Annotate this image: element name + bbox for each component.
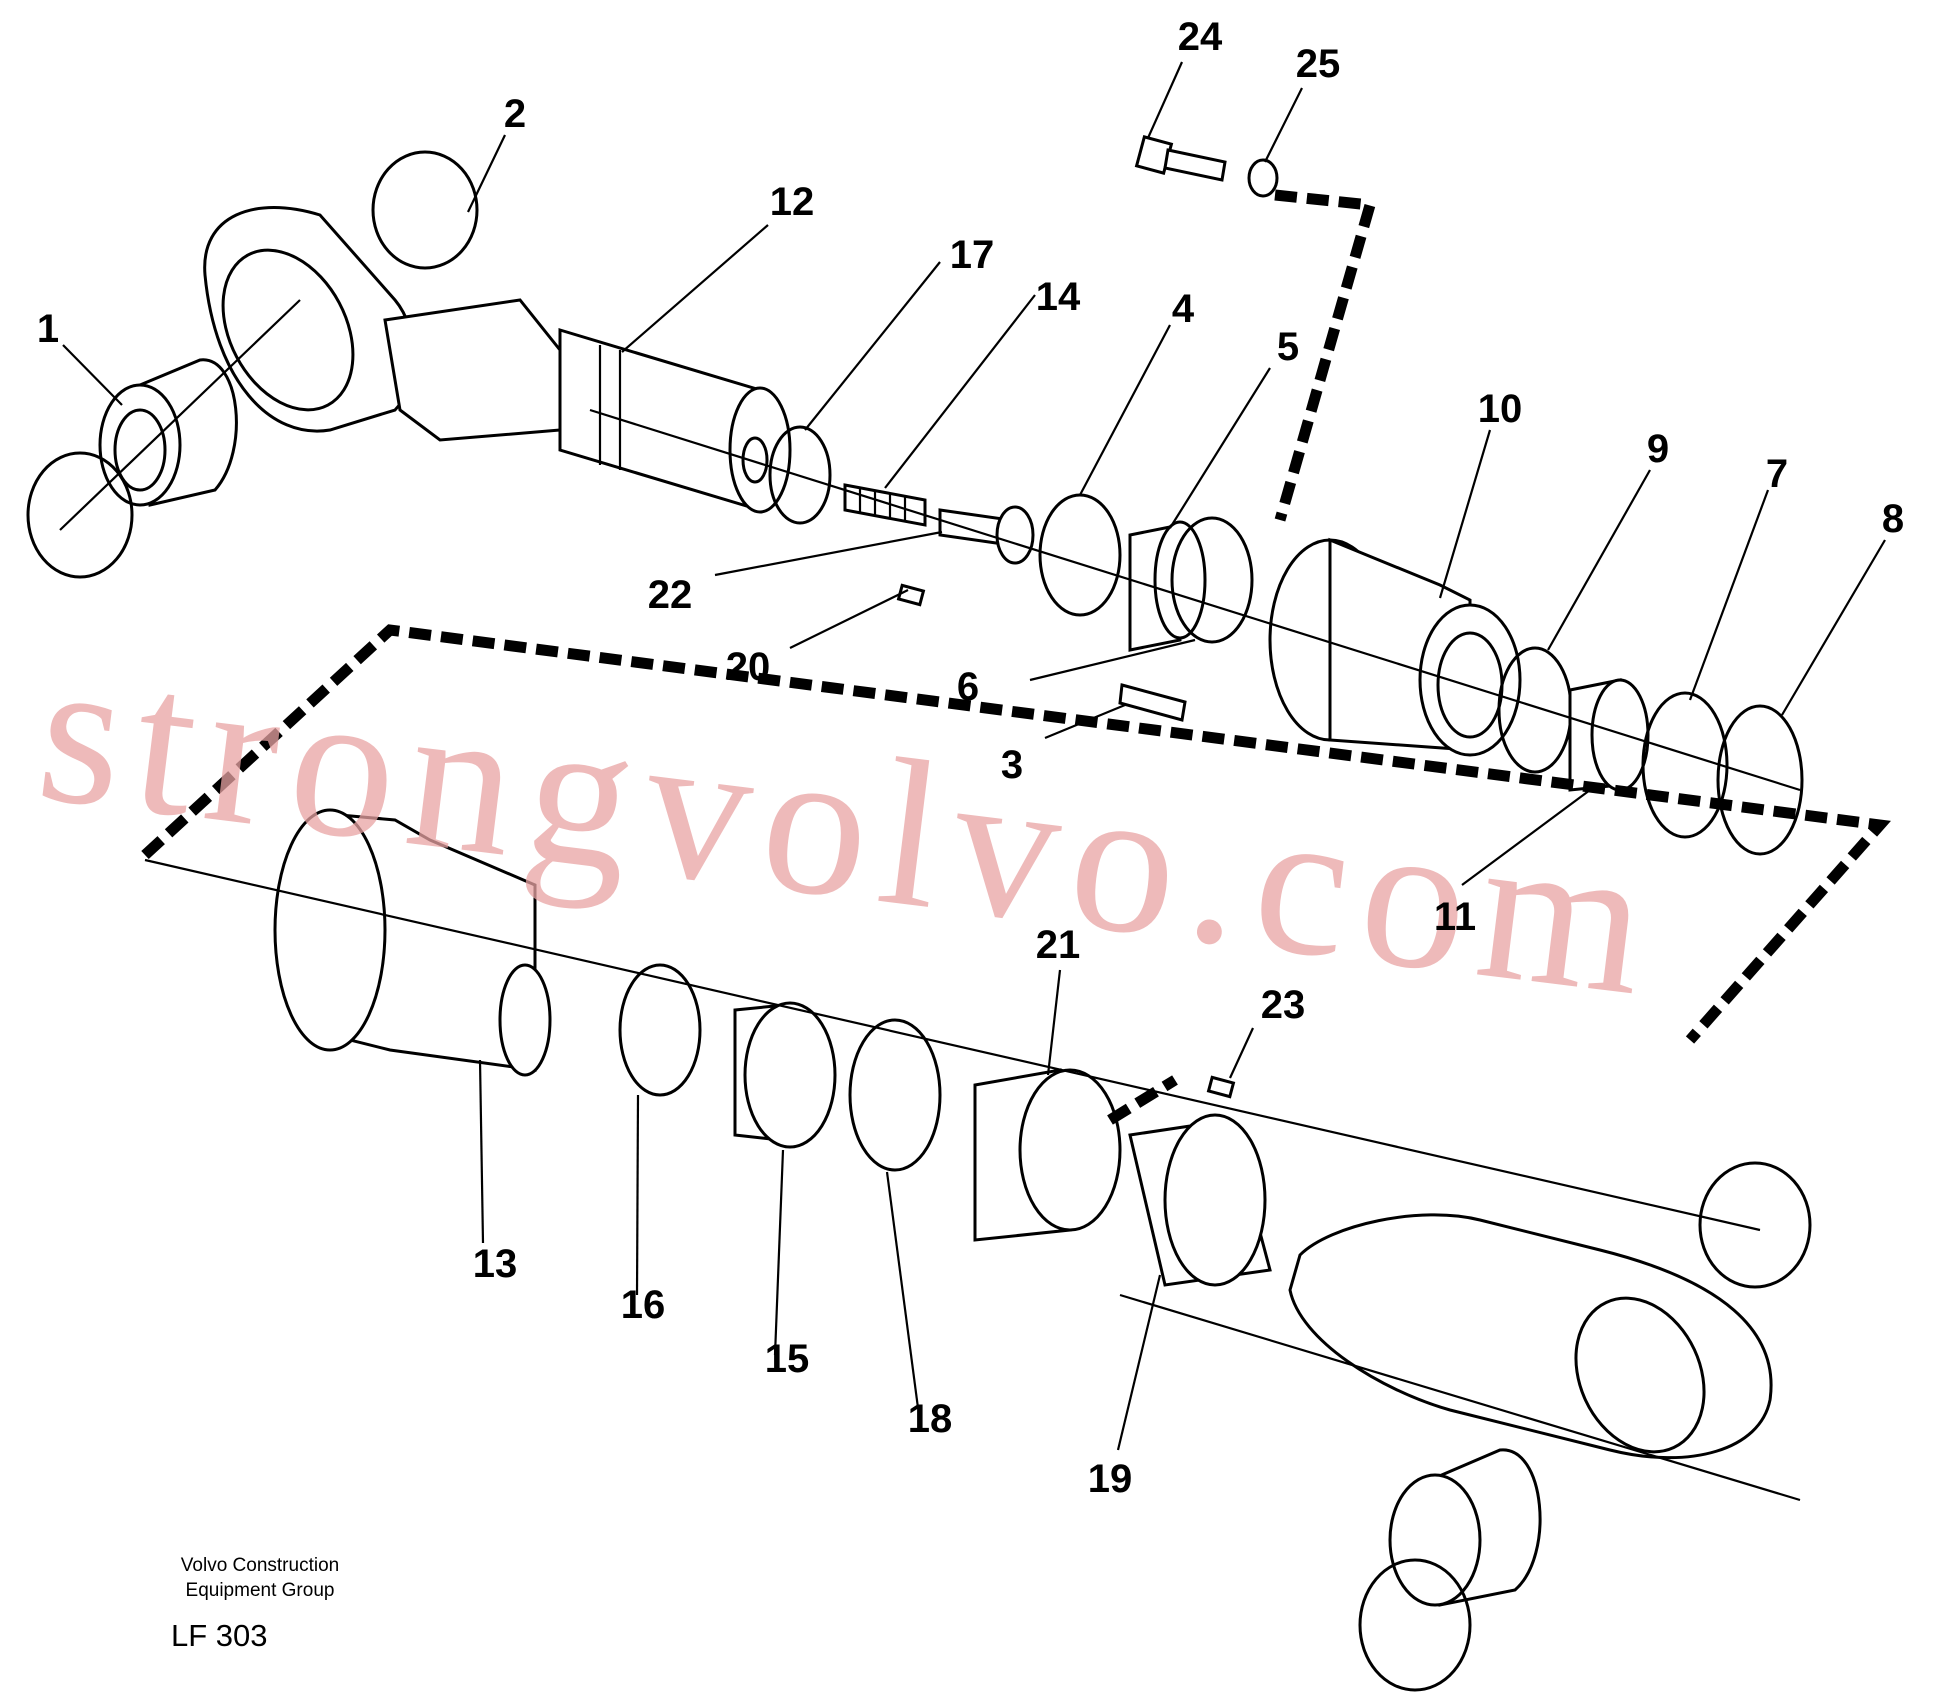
circlip-1 bbox=[26, 451, 134, 579]
ring-5 bbox=[1128, 520, 1207, 652]
piston-rod-part bbox=[558, 327, 792, 514]
callout-9: 9 bbox=[1647, 427, 1669, 471]
bearing-19 bbox=[1128, 1113, 1272, 1287]
callout-2: 2 bbox=[504, 92, 526, 136]
dashed-connector bbox=[1107, 1075, 1178, 1125]
callout-19: 19 bbox=[1088, 1457, 1133, 1501]
circlip-lower bbox=[1358, 1558, 1472, 1692]
bearing-11 bbox=[1568, 678, 1650, 792]
screw-3 bbox=[1118, 683, 1187, 722]
callout-17: 17 bbox=[950, 233, 995, 277]
o-ring-17 bbox=[768, 425, 832, 525]
callout-5: 5 bbox=[1277, 325, 1299, 369]
callout-7: 7 bbox=[1766, 452, 1788, 496]
callout-23: 23 bbox=[1261, 983, 1306, 1027]
callout-12: 12 bbox=[770, 180, 815, 224]
company-name: Volvo Construction Equipment Group bbox=[130, 1553, 390, 1603]
callout-25: 25 bbox=[1296, 42, 1341, 86]
ring-18 bbox=[848, 1018, 942, 1172]
axis-line bbox=[59, 299, 301, 531]
drawing-code: LF 303 bbox=[171, 1618, 268, 1653]
callout-16: 16 bbox=[621, 1283, 666, 1327]
axis-line bbox=[144, 858, 1761, 1232]
cylinder-eye-part bbox=[1288, 1213, 1773, 1460]
circlip-lower-right bbox=[1698, 1161, 1812, 1289]
ring-7 bbox=[1641, 691, 1729, 839]
company-line-1: Volvo Construction bbox=[180, 1555, 340, 1576]
callout-13: 13 bbox=[473, 1242, 518, 1286]
dashed-connector bbox=[141, 624, 1891, 1044]
cylinder-tube-13 bbox=[273, 808, 552, 1077]
spring-14 bbox=[843, 483, 927, 527]
leader-lines bbox=[62, 61, 1886, 1451]
cylinder-head-10 bbox=[1268, 537, 1522, 757]
callout-15: 15 bbox=[765, 1337, 810, 1381]
callout-3: 3 bbox=[1001, 743, 1023, 787]
callout-14: 14 bbox=[1036, 275, 1081, 319]
callout-18: 18 bbox=[908, 1397, 953, 1441]
seal-6 bbox=[1170, 516, 1254, 644]
washer-25 bbox=[1247, 158, 1279, 198]
callout-24: 24 bbox=[1178, 15, 1223, 59]
callout-4: 4 bbox=[1172, 287, 1195, 331]
callout-6: 6 bbox=[957, 665, 979, 709]
callout-22: 22 bbox=[648, 573, 693, 617]
rod-eye-part bbox=[203, 206, 562, 442]
screw-24 bbox=[1134, 135, 1227, 182]
company-line-2: Equipment Group bbox=[185, 1580, 335, 1601]
axis-line bbox=[589, 408, 1801, 792]
callout-10: 10 bbox=[1478, 387, 1523, 431]
circlip-2 bbox=[371, 150, 479, 270]
callout-20: 20 bbox=[726, 645, 771, 689]
piston-15 bbox=[733, 1001, 837, 1149]
axis-line bbox=[1119, 1293, 1801, 1502]
screw-23 bbox=[1206, 1075, 1236, 1099]
callout-21: 21 bbox=[1036, 923, 1081, 967]
ring-16 bbox=[618, 963, 702, 1097]
sleeve-21 bbox=[973, 1068, 1122, 1242]
callout-8: 8 bbox=[1882, 497, 1904, 541]
callout-1: 1 bbox=[37, 307, 59, 351]
bushing-lower bbox=[1388, 1448, 1542, 1607]
callout-11: 11 bbox=[1434, 895, 1476, 939]
pin-20 bbox=[896, 583, 926, 607]
o-ring-8 bbox=[1716, 704, 1804, 856]
